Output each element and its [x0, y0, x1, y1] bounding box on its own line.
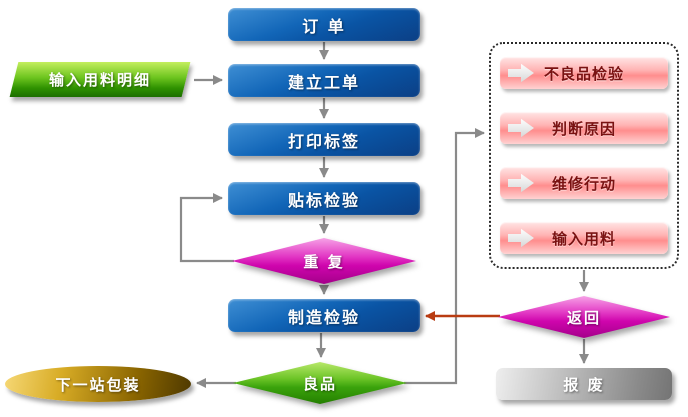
node-order: 订 单 [228, 8, 420, 41]
right-arrow-icon [508, 63, 534, 83]
repair-step-label: 判断原因 [551, 119, 616, 138]
repair-step-defect-inspection: 不良品检验 [500, 57, 668, 89]
node-repeat-label: 重 复 [303, 252, 345, 271]
node-input-material-detail: 输入用料明细 [8, 62, 192, 97]
node-next-station-packaging-label: 下一站包装 [55, 375, 141, 394]
repair-step-input-material: 输入用料 [500, 222, 668, 254]
node-print-label: 打印标签 [228, 123, 420, 156]
repair-step-label: 输入用料 [551, 229, 616, 248]
right-arrow-icon [508, 118, 534, 138]
node-create-work-order-label: 建立工单 [287, 72, 360, 92]
node-repeat-decision: 重 复 [232, 238, 416, 284]
node-scrap: 报 废 [496, 368, 672, 400]
node-good-product-label: 良品 [302, 374, 337, 393]
repair-loop-panel: 不良品检验 判断原因 维修行动 输入用料 [489, 42, 679, 269]
right-arrow-icon [508, 228, 534, 248]
node-print-label-label: 打印标签 [287, 131, 360, 151]
node-manufacturing-inspection: 制造检验 [228, 299, 420, 332]
node-return-label: 返回 [566, 308, 601, 327]
node-label-inspection: 贴标检验 [228, 182, 420, 215]
node-order-label: 订 单 [302, 16, 346, 36]
node-label-inspection-label: 贴标检验 [287, 190, 360, 210]
repair-step-judge-cause: 判断原因 [500, 112, 668, 144]
repair-step-label: 维修行动 [551, 174, 616, 193]
node-input-material-detail-label: 输入用料明细 [48, 71, 151, 89]
node-next-station-packaging: 下一站包装 [5, 366, 191, 402]
node-manufacturing-inspection-label: 制造检验 [287, 307, 360, 327]
repair-step-repair-action: 维修行动 [500, 167, 668, 199]
node-create-work-order: 建立工单 [228, 64, 420, 97]
right-arrow-icon [508, 173, 534, 193]
node-good-product-decision: 良品 [233, 362, 407, 404]
repair-step-label: 不良品检验 [543, 64, 624, 83]
node-return-decision: 返回 [498, 296, 670, 338]
node-scrap-label: 报 废 [563, 375, 605, 394]
